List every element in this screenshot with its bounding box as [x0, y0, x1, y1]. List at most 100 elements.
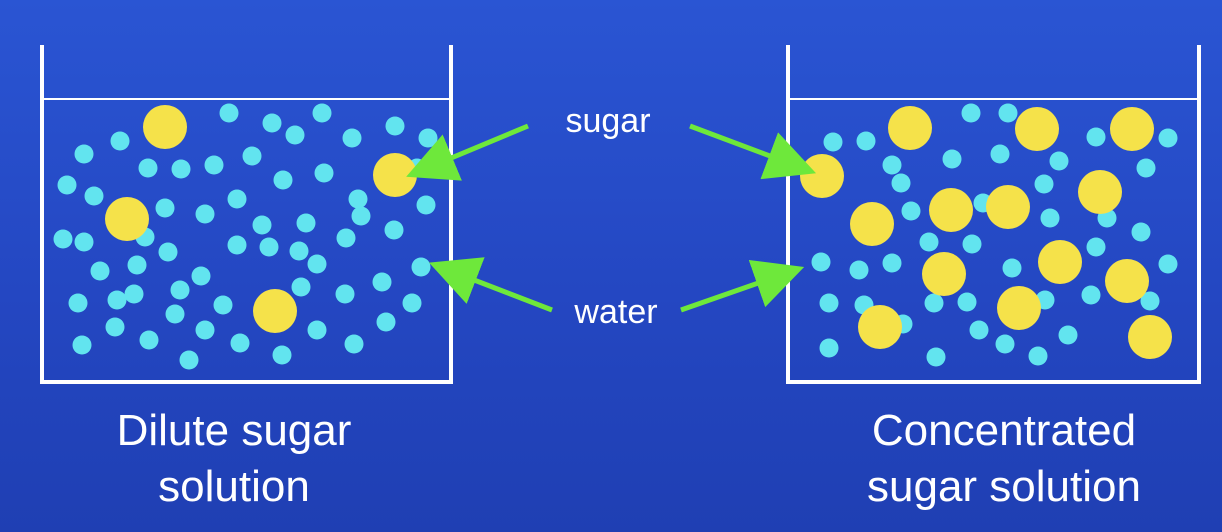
concentrated-water-molecule — [901, 201, 921, 221]
water-arrow-right — [680, 259, 805, 313]
concentrated-sugar-molecule — [800, 154, 844, 198]
concentrated-water-molecule — [856, 131, 876, 151]
concentrated-water-molecule — [819, 338, 839, 358]
dilute-water-molecule — [139, 330, 159, 350]
concentrated-water-molecule — [849, 260, 869, 280]
concentrated-water-molecule — [1058, 325, 1078, 345]
dilute-water-molecule — [242, 146, 262, 166]
dilute-water-molecule — [195, 204, 215, 224]
concentrated-water-molecule — [1049, 151, 1069, 171]
concentrated-water-molecule — [1131, 222, 1151, 242]
concentrated-caption-line-2: sugar solution — [867, 462, 1141, 511]
concentrated-sugar-molecule — [1105, 259, 1149, 303]
concentrated-water-molecule — [1028, 346, 1048, 366]
dilute-water-molecule — [105, 317, 125, 337]
concentrated-water-molecule — [1086, 237, 1106, 257]
dilute-water-molecule — [213, 295, 233, 315]
dilute-water-molecule — [344, 334, 364, 354]
dilute-water-molecule — [90, 261, 110, 281]
sugar-arrow-left — [406, 123, 529, 181]
dilute-water-molecule — [227, 235, 247, 255]
concentrated-water-molecule — [1002, 258, 1022, 278]
concentrated-water-molecule — [1081, 285, 1101, 305]
sugar-label: sugar — [565, 102, 651, 140]
dilute-water-molecule — [259, 237, 279, 257]
concentrated-sugar-molecule — [1038, 240, 1082, 284]
water-arrow-left — [429, 257, 553, 313]
dilute-water-molecule — [342, 128, 362, 148]
dilute-water-molecule — [127, 255, 147, 275]
dilute-water-molecule — [416, 195, 436, 215]
dilute-water-molecule — [252, 215, 272, 235]
dilute-sugar-molecule — [373, 153, 417, 197]
concentrated-water-molecule — [891, 173, 911, 193]
dilute-sugar-molecule — [253, 289, 297, 333]
concentrated-water-molecule — [924, 293, 944, 313]
sugar-arrow-right — [689, 123, 817, 180]
arrows — [406, 123, 817, 313]
dilute-water-molecule — [230, 333, 250, 353]
concentrated-sugar-molecule — [929, 188, 973, 232]
dilute-water-molecule — [336, 228, 356, 248]
dilute-water-molecule — [195, 320, 215, 340]
concentrated-water-molecule — [919, 232, 939, 252]
dilute-water-molecule — [314, 163, 334, 183]
dilute-water-molecule — [348, 189, 368, 209]
concentrated-sugar-molecule — [850, 202, 894, 246]
dilute-water-molecule — [227, 189, 247, 209]
concentrated-water-molecule — [962, 234, 982, 254]
concentrated-water-molecule — [995, 334, 1015, 354]
concentrated-water-molecule — [1158, 128, 1178, 148]
water-label: water — [574, 293, 658, 331]
concentrated-sugar-molecule — [1128, 315, 1172, 359]
concentrated-container — [786, 45, 1201, 384]
concentrated-water-molecule — [882, 253, 902, 273]
dilute-water-molecule — [384, 220, 404, 240]
dilute-water-molecule — [72, 335, 92, 355]
dilute-solution-caption: Dilute sugar solution — [86, 403, 382, 515]
concentrated-water-molecule — [926, 347, 946, 367]
dilute-water-molecule — [272, 345, 292, 365]
dilute-water-molecule — [351, 206, 371, 226]
dilute-water-molecule — [68, 293, 88, 313]
dilute-water-molecule — [262, 113, 282, 133]
concentrated-water-molecule — [998, 103, 1018, 123]
dilute-particles — [53, 103, 438, 370]
dilute-water-molecule — [171, 159, 191, 179]
dilute-water-molecule — [335, 284, 355, 304]
concentrated-sugar-molecule — [858, 305, 902, 349]
dilute-water-molecule — [219, 103, 239, 123]
dilute-water-molecule — [74, 232, 94, 252]
dilute-sugar-molecule — [105, 197, 149, 241]
concentrated-water-molecule — [961, 103, 981, 123]
dilute-water-molecule — [158, 242, 178, 262]
dilute-water-molecule — [155, 198, 175, 218]
dilute-water-molecule — [138, 158, 158, 178]
dilute-water-molecule — [372, 272, 392, 292]
dilute-water-molecule — [124, 284, 144, 304]
concentrated-water-molecule — [823, 132, 843, 152]
concentrated-sugar-molecule — [997, 286, 1041, 330]
dilute-water-molecule — [84, 186, 104, 206]
dilute-water-molecule — [170, 280, 190, 300]
dilute-water-molecule — [307, 254, 327, 274]
concentrated-sugar-molecule — [1015, 107, 1059, 151]
concentrated-water-molecule — [1140, 291, 1160, 311]
dilute-container — [40, 45, 453, 384]
dilute-caption-line-2: solution — [158, 462, 310, 511]
concentrated-container-wall — [786, 45, 1201, 384]
concentrated-water-molecule — [1086, 127, 1106, 147]
concentrated-water-molecule — [1158, 254, 1178, 274]
dilute-container-wall — [40, 45, 453, 384]
concentrated-sugar-molecule — [888, 106, 932, 150]
concentrated-water-molecule — [819, 293, 839, 313]
concentrated-water-molecule — [1040, 208, 1060, 228]
dilute-water-molecule — [291, 277, 311, 297]
dilute-water-molecule — [289, 241, 309, 261]
dilute-water-molecule — [285, 125, 305, 145]
dilute-water-molecule — [204, 155, 224, 175]
dilute-water-molecule — [312, 103, 332, 123]
concentrated-water-molecule — [1136, 158, 1156, 178]
dilute-water-molecule — [191, 266, 211, 286]
